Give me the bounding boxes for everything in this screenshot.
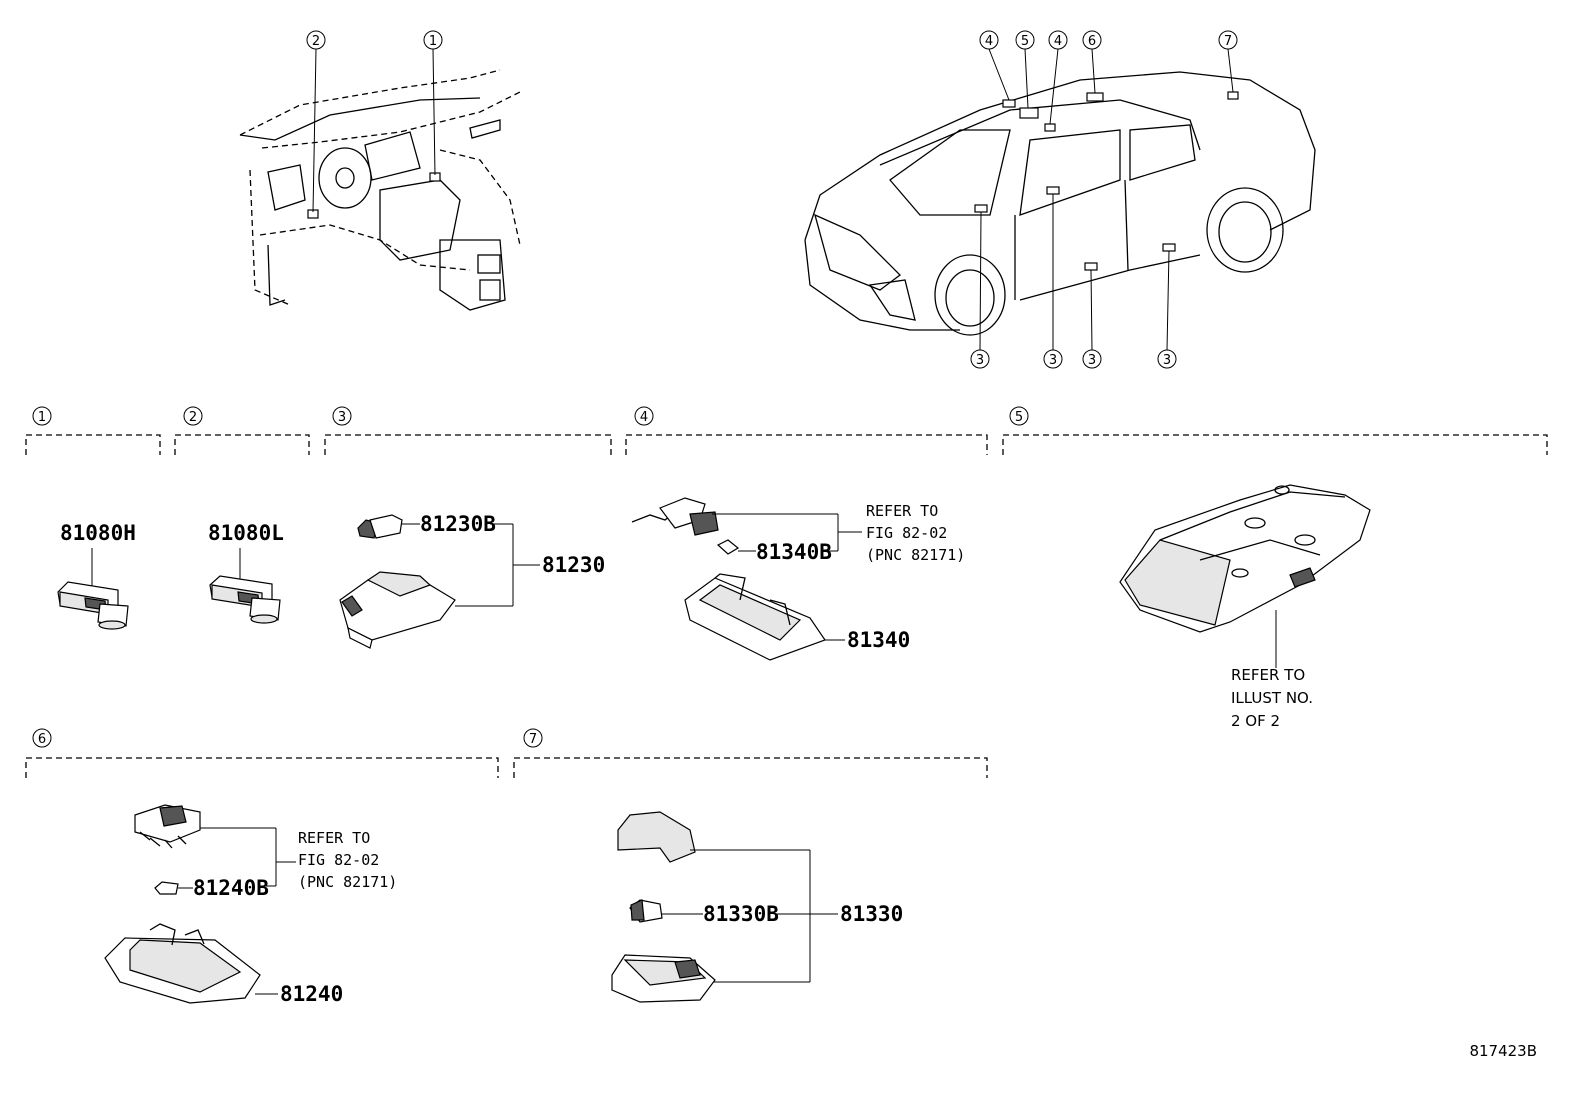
callout-label: 3 — [1049, 353, 1057, 368]
vehicle-overview-illustration — [804, 48, 1316, 351]
figure-id: 817423B — [1469, 1042, 1537, 1060]
part-number-81340B: 81340B — [756, 540, 832, 564]
note-line: REFER TO — [866, 502, 938, 520]
callout-label: 2 — [312, 34, 320, 49]
note-line: REFER TO — [1231, 666, 1305, 684]
part-number-81340: 81340 — [847, 628, 910, 652]
section-number: 6 — [38, 732, 46, 747]
section-number: 7 — [529, 732, 537, 747]
section-3: 81230B 81230 — [339, 512, 605, 649]
note-line: (PNC 82171) — [866, 546, 965, 564]
callout-label: 4 — [1054, 34, 1062, 49]
part-number-81240B: 81240B — [193, 876, 269, 900]
callout-label: 4 — [985, 34, 993, 49]
callout-label: 3 — [1163, 353, 1171, 368]
callout-label: 3 — [1088, 353, 1096, 368]
note-line: FIG 82-02 — [298, 851, 379, 869]
part-number-81240: 81240 — [280, 982, 343, 1006]
callout-label: 5 — [1021, 34, 1029, 49]
section-brackets — [25, 434, 1548, 778]
section-2: 81080L — [208, 521, 284, 624]
part-number-81330: 81330 — [840, 902, 903, 926]
callout-label: 6 — [1088, 34, 1096, 49]
part-number-81230: 81230 — [542, 553, 605, 577]
note-line: 2 OF 2 — [1231, 712, 1280, 730]
part-number-81080H: 81080H — [60, 521, 136, 545]
section-number: 2 — [189, 410, 197, 425]
callout-label: 7 — [1224, 34, 1232, 49]
note-line: ILLUST NO. — [1231, 689, 1313, 707]
section-number: 1 — [38, 410, 46, 425]
part-number-81080L: 81080L — [208, 521, 284, 545]
section-4: 81340B REFER TO FIG 82-02 (PNC 82171) 81… — [631, 497, 965, 661]
section-6: REFER TO FIG 82-02 (PNC 82171) 81240B 81… — [104, 804, 397, 1006]
section-1: 81080H — [57, 521, 136, 630]
note-line: REFER TO — [298, 829, 370, 847]
section-number: 5 — [1015, 410, 1023, 425]
section-7: 81330B 81330 — [611, 811, 903, 1003]
section-number: 4 — [640, 410, 648, 425]
part-number-81230B: 81230B — [420, 512, 496, 536]
section-numbers: 1 2 3 4 5 6 7 — [32, 406, 1029, 748]
vehicle-callouts: 4 5 4 6 7 3 3 3 3 — [970, 30, 1238, 369]
section-5: REFER TO ILLUST NO. 2 OF 2 — [1119, 484, 1371, 730]
callout-label: 3 — [976, 353, 984, 368]
note-line: (PNC 82171) — [298, 873, 397, 891]
note-line: FIG 82-02 — [866, 524, 947, 542]
section-number: 3 — [338, 410, 346, 425]
callout-label: 1 — [429, 34, 437, 49]
part-number-81330B: 81330B — [703, 902, 779, 926]
interior-overview-illustration — [239, 48, 521, 311]
interior-callouts: 2 1 — [306, 30, 443, 50]
